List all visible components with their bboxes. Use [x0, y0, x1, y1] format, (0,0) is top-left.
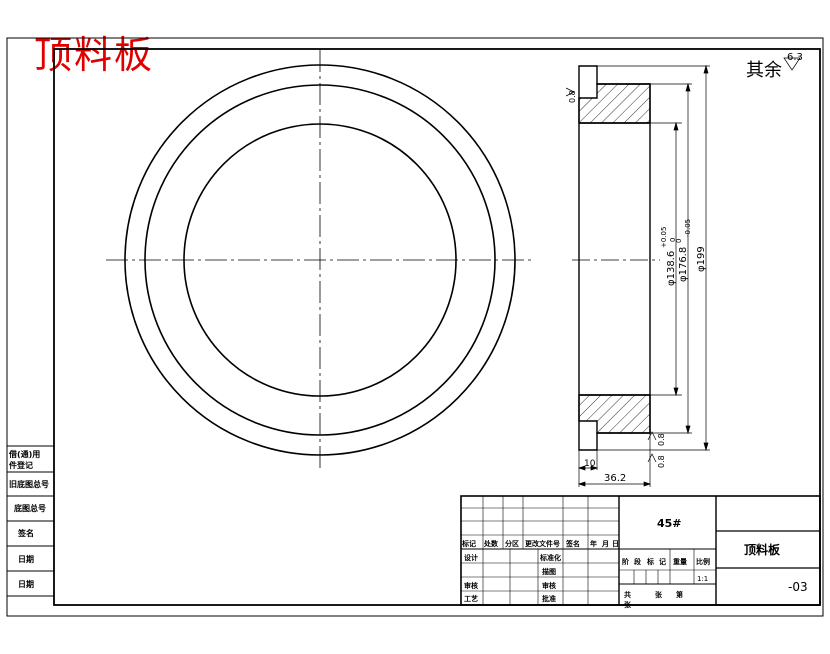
hdr-count: 处数 — [483, 539, 499, 548]
lbl-stage-1: 阶 — [622, 557, 630, 566]
side-label-1: 借(通)用 — [8, 449, 40, 459]
rough-08-low: 0.8 — [657, 455, 666, 468]
hdr-change: 更改文件号 — [525, 539, 560, 548]
lbl-stage-3: 标 — [646, 557, 654, 566]
side-label-7: 日期 — [18, 579, 34, 589]
dim-w36: 36.2 — [604, 473, 626, 484]
dim-d139: φ138.6 — [666, 251, 677, 286]
hdr-sign: 签名 — [565, 539, 580, 548]
lbl-review: 审核 — [464, 581, 478, 590]
lbl-stage-4: 记 — [659, 557, 666, 566]
roughness-note: 其余 — [746, 60, 782, 81]
lbl-check: 审核 — [542, 581, 556, 590]
lbl-stage-2: 段 — [634, 557, 641, 566]
dim-d177-tol-top: 0 — [675, 239, 683, 243]
dimensions — [565, 57, 801, 487]
side-label-3: 旧底图总号 — [9, 479, 49, 489]
roughness-value: 6.3 — [787, 52, 803, 63]
scale-value: 1:1 — [697, 575, 708, 583]
lbl-sheets-total: 共 — [624, 590, 631, 599]
rough-08-mid: 0.8 — [657, 433, 666, 446]
lbl-weight: 重量 — [673, 557, 687, 566]
side-label-6: 日期 — [18, 554, 34, 564]
hatch-top — [578, 83, 651, 124]
lbl-process: 工艺 — [464, 594, 478, 603]
sheet-border — [6, 37, 824, 617]
lbl-sheet-unit2: 张 — [624, 600, 632, 609]
lbl-standardize: 标准化 — [539, 553, 561, 562]
hatch-bottom — [578, 394, 651, 434]
hdr-day: 日 — [612, 540, 619, 548]
dim-d177-tol: -0.05 — [684, 219, 692, 237]
drawing-frame — [53, 48, 821, 606]
drawing-number: -03 — [788, 580, 808, 594]
section-view — [572, 65, 660, 451]
lbl-drawn: 描图 — [542, 567, 556, 576]
hdr-zone: 分区 — [505, 539, 519, 548]
hdr-year: 年 — [590, 539, 597, 548]
side-label-4: 底图总号 — [13, 503, 46, 513]
lbl-design: 设计 — [464, 553, 478, 562]
lbl-sheet-no: 第 — [676, 590, 683, 599]
dim-d177: φ176.8 — [678, 247, 689, 282]
title-block — [460, 495, 821, 606]
part-name: 顶料板 — [744, 542, 781, 557]
lbl-approve: 批准 — [542, 594, 556, 603]
material-label: 45# — [657, 517, 682, 530]
side-label-5: 签名 — [17, 528, 34, 538]
side-table — [7, 445, 54, 597]
front-view — [106, 50, 534, 470]
dim-w10: 10 — [584, 459, 596, 469]
hdr-mark: 标记 — [461, 539, 476, 548]
rough-08-top: 0.8 — [568, 90, 577, 103]
dim-d199: φ199 — [696, 246, 707, 272]
side-label-2: 件登记 — [9, 460, 33, 470]
hdr-month: 月 — [601, 540, 609, 548]
lbl-scale: 比例 — [696, 557, 710, 566]
dim-d139-tol: +0.05 — [660, 227, 668, 248]
dim-d139-tol-low: 0 — [669, 238, 677, 242]
lbl-sheet-unit1: 张 — [655, 590, 663, 599]
